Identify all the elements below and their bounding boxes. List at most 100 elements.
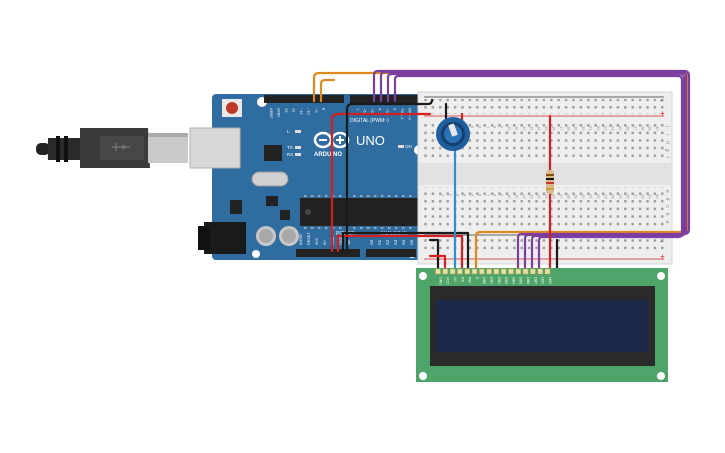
lcd-pin-label: V0 [453, 277, 457, 281]
bb-col-number: 12 [522, 194, 527, 199]
bb-col-number: 30 [655, 126, 660, 131]
lcd-pin [486, 268, 492, 275]
bb-col-number: 1 [441, 194, 446, 197]
wire-red-lcd-vcc [428, 254, 447, 272]
lcd-screen [436, 300, 648, 352]
digital-pin-label: ~6 [363, 108, 368, 113]
bb-col-number: 22 [596, 194, 601, 199]
digital-label: DIGITAL (PWM~) [350, 118, 389, 124]
power-pin-label: Vin [347, 240, 351, 245]
digital-pin-label: AREF [269, 108, 274, 119]
bb-col-number: 25 [618, 126, 623, 131]
bb-col-number: 24 [611, 126, 616, 131]
bb-col-number: 6 [478, 194, 483, 197]
analog-pin-label: A1 [377, 239, 382, 245]
resistor [546, 170, 554, 194]
bb-col-number: 21 [589, 194, 594, 199]
lcd-pin-label: DB0 [482, 277, 486, 284]
rail-plus-bottom: + [660, 252, 665, 261]
wire-black-gnd [345, 98, 434, 253]
digital-pin-label: 4 [378, 108, 383, 111]
lcd-pin [457, 268, 463, 275]
lcd-pin-label: DB2 [497, 277, 501, 284]
lcd-pin [522, 268, 529, 275]
bb-col-number: 14 [537, 194, 542, 199]
lcd-pin-label: DB5 [519, 277, 523, 284]
analog-pin-label: A0 [369, 239, 374, 245]
bb-col-number: 18 [566, 194, 571, 199]
bb-col-number: 13 [529, 126, 534, 131]
wires [312, 69, 691, 272]
bb-row-letter: d [664, 198, 670, 201]
bb-col-number: 5 [470, 194, 475, 197]
lcd-pin-label: RS [460, 277, 464, 283]
lcd-pin-label: LED [541, 277, 545, 284]
lcd-pin-label: DB3 [504, 277, 508, 284]
power-pin-label: 5V [323, 240, 327, 245]
arduino-board: ARDUINO UNO DIGITAL (PWM~) POWER ANALOG … [189, 94, 424, 260]
on-label: ON [405, 144, 412, 149]
bb-col-number: 10 [507, 194, 512, 199]
power-pin-label: IOREF [299, 233, 303, 245]
bb-col-number: 30 [655, 194, 660, 199]
digital-pin-label: 8 [322, 108, 327, 111]
lcd-pin-label: VCC [446, 277, 450, 285]
led-label: RX [287, 152, 293, 157]
bb-col-number: 15 [544, 126, 549, 131]
bb-row-letter: i [664, 134, 670, 135]
lcd-pin-label: GND [438, 277, 442, 285]
bb-col-number: 20 [581, 126, 586, 131]
lcd-pin [449, 268, 456, 275]
bb-col-number: 25 [618, 194, 623, 199]
lcd-pin [500, 268, 507, 275]
digital-header-left [264, 95, 344, 103]
bb-col-number: 17 [559, 194, 564, 199]
lcd-pin [544, 268, 551, 275]
bb-col-number: 22 [596, 126, 601, 131]
bb-col-number: 2 [448, 194, 453, 197]
bb-col-number: 24 [611, 194, 616, 199]
bb-col-number: 19 [574, 194, 579, 199]
analog-pin-label: A4 [401, 239, 406, 245]
rail-minus-bottom: - [660, 237, 663, 246]
bb-col-number: 3 [455, 194, 460, 197]
bb-col-number: 6 [478, 126, 483, 129]
led-label: L [287, 129, 290, 134]
analog-pin-label: A2 [385, 239, 390, 245]
lcd-pin [442, 268, 449, 275]
bb-row-letter: h [664, 141, 670, 144]
bb-col-number: 28 [640, 194, 645, 199]
bb-col-number: 16 [552, 126, 557, 131]
lcd-pin-label: DB1 [490, 277, 494, 284]
bb-col-number: 10 [507, 126, 512, 131]
bb-col-number: 27 [633, 194, 638, 199]
digital-pin-label: ~3 [385, 108, 390, 113]
lcd-pin-label: DB6 [526, 277, 530, 284]
digital-pin-label: 7 [355, 108, 360, 111]
bb-col-number: 13 [529, 194, 534, 199]
bb-col-number: 17 [559, 126, 564, 131]
bb-col-number: 23 [603, 194, 608, 199]
bb-col-number: 19 [574, 126, 579, 131]
bb-col-number: 9 [500, 194, 505, 197]
rail-plus-top: + [660, 109, 665, 118]
lcd-pin [435, 268, 441, 275]
digital-pin-label: ~10 [307, 108, 312, 116]
bb-row-letter: f [664, 156, 670, 158]
led-label: TX [287, 145, 293, 150]
power-pin-label: RESET [307, 232, 311, 245]
lcd-pin-label: RW [468, 277, 472, 284]
bb-col-number: 11 [515, 194, 520, 199]
bb-col-number: 27 [633, 126, 638, 131]
bb-col-number: 12 [522, 126, 527, 131]
board-model: UNO [356, 133, 385, 148]
bb-col-number: 8 [492, 126, 497, 129]
lcd-pin-label: E [475, 277, 479, 280]
bb-col-number: 8 [492, 194, 497, 197]
wire-purple-2 [379, 70, 688, 272]
lcd-pin [515, 268, 522, 275]
bb-row-letter: g [664, 149, 670, 152]
wire-black-lcd-rw [341, 231, 470, 272]
